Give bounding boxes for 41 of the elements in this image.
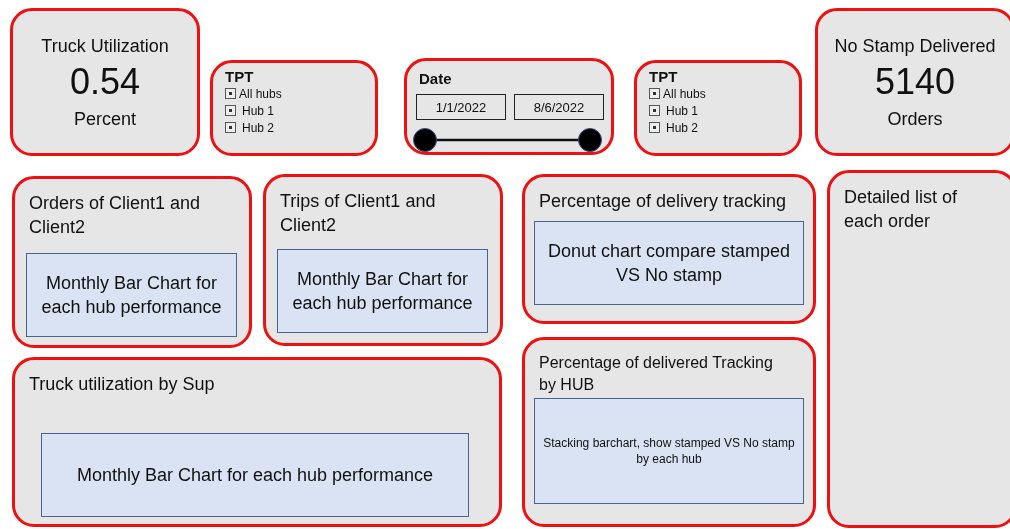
panel-title: Trips of Client1 and Client2	[280, 190, 437, 238]
chart-panel	[522, 337, 816, 527]
date-field	[416, 94, 506, 120]
option-label: Hub 1	[242, 103, 275, 118]
date-value: 1/1/2022	[435, 99, 487, 115]
filter-title: TPT	[649, 68, 678, 85]
chart-panel	[12, 176, 252, 348]
option-label: All hubs	[239, 86, 282, 101]
chart-area: Monthly Bar Chart for each hub performance	[41, 433, 469, 517]
filter-title: Date	[419, 70, 452, 87]
panel-title: Percentage of delivered Tracking by HUB	[539, 353, 774, 395]
option-label: All hubs	[663, 86, 706, 101]
filter-card	[210, 60, 378, 156]
date-filter-card	[404, 58, 614, 155]
chart-panel	[522, 174, 816, 324]
filter-title: TPT	[225, 68, 254, 85]
kpi-card	[10, 8, 200, 156]
filter-card	[634, 60, 802, 156]
metric-unit: Orders	[887, 109, 943, 130]
option-label: Hub 2	[666, 120, 699, 135]
kpi-card	[815, 8, 1010, 156]
chart-area: Monthly Bar Chart for each hub performance	[26, 253, 237, 337]
chart-panel	[263, 174, 503, 346]
option-label: Hub 1	[666, 103, 699, 118]
card-title: Truck Utilization	[41, 36, 169, 57]
panel-title: Truck utilization by Sup	[29, 373, 216, 396]
panel-title: Detailed list of each order	[844, 186, 959, 234]
panel-title: Percentage of delivery tracking	[539, 190, 788, 213]
date-value: 8/6/2022	[533, 99, 585, 115]
panel-title: Orders of Client1 and Client2	[29, 192, 202, 240]
metric-unit: Percent	[73, 109, 136, 130]
metric-value: 0.54	[69, 61, 141, 103]
chart-panel	[827, 170, 1010, 528]
metric-value: 5140	[874, 61, 956, 103]
card-title: No Stamp Delivered	[834, 36, 996, 57]
option-label: Hub 2	[242, 120, 275, 135]
chart-area: Stacking barchart, show stamped VS No stamp by each hub	[534, 398, 804, 504]
date-field	[514, 94, 604, 120]
chart-area: Donut chart compare stamped VS No stamp	[534, 221, 804, 305]
chart-panel	[12, 357, 502, 527]
chart-area: Monthly Bar Chart for each hub performance	[277, 249, 488, 333]
